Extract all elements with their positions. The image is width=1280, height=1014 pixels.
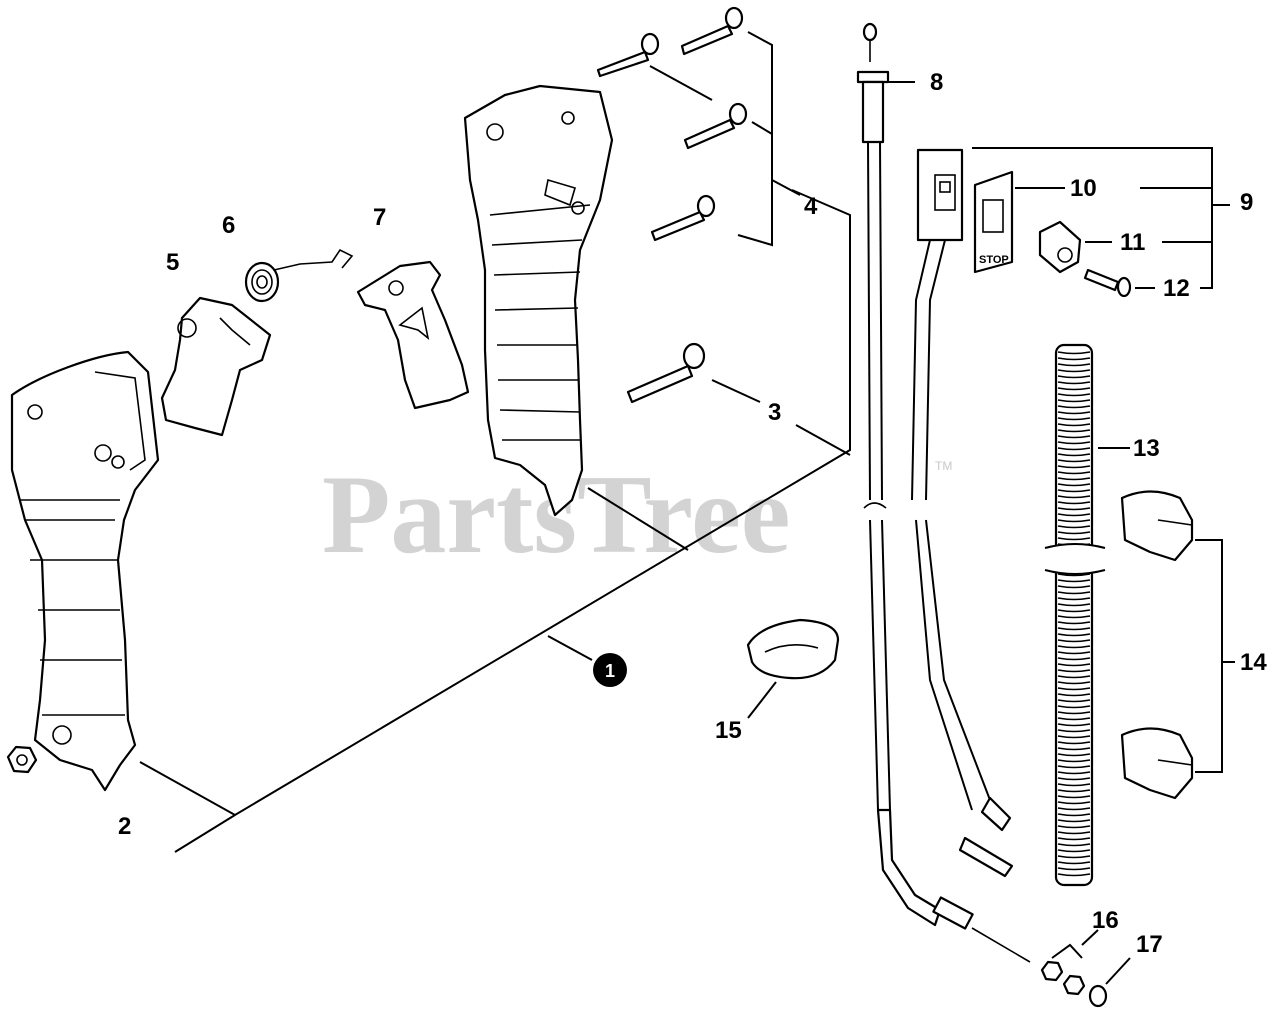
- screw-4a: [596, 32, 660, 78]
- callout-1-badge: [593, 653, 627, 687]
- callout-17: 17: [1136, 931, 1163, 958]
- screw-4c: [683, 102, 748, 150]
- stop-switch: [911, 148, 1014, 878]
- screw-4b: [680, 6, 744, 56]
- front-handle-half: [463, 84, 614, 517]
- screw-4d: [650, 194, 716, 242]
- corrugated-tube: [1044, 343, 1130, 887]
- tube-clamp-upper: [1120, 490, 1194, 562]
- callout-8: 8: [930, 69, 943, 96]
- torsion-spring: [244, 248, 354, 303]
- clamp-leader: [1195, 539, 1223, 773]
- callout-13: 13: [1133, 435, 1160, 462]
- screw-leaders: [649, 31, 801, 403]
- callout-16: 16: [1092, 907, 1119, 934]
- callout-1: 1: [605, 661, 615, 681]
- callout-4: 4: [804, 193, 818, 220]
- lock-ring: [1088, 957, 1131, 1008]
- callout-11: 11: [1120, 229, 1145, 256]
- cable-nuts: [1040, 929, 1099, 996]
- callout-9: 9: [1240, 189, 1253, 216]
- callout-6: 6: [222, 212, 235, 239]
- screw-set: [596, 6, 748, 404]
- tube-clamp-lower: [1120, 727, 1194, 800]
- switch-knob: [1038, 220, 1082, 274]
- assembly-bracket-lines: [139, 189, 851, 853]
- cable-clip: [746, 618, 840, 719]
- callout-2: 2: [118, 813, 131, 840]
- watermark-trademark: TM: [935, 459, 952, 473]
- callout-labels: 1 2 3 4 5 6 7 8 9 10 11 12 13 14 15 16 1…: [118, 69, 1267, 958]
- callout-10: 10: [1070, 175, 1097, 202]
- lockout-lever: [160, 296, 272, 437]
- callout-3: 3: [768, 399, 781, 426]
- stop-label: STOP: [979, 254, 1009, 266]
- switch-screw: [1083, 268, 1132, 298]
- hex-nut: [6, 745, 38, 774]
- switch-plate: STOP: [973, 170, 1014, 274]
- throttle-cable: [856, 22, 1031, 963]
- callout-7: 7: [373, 204, 386, 231]
- rear-handle-half: [10, 350, 160, 792]
- screw-3: [626, 342, 706, 404]
- switch-leaders: [888, 81, 1230, 289]
- callout-5: 5: [166, 249, 179, 276]
- throttle-trigger: [356, 260, 470, 410]
- callout-14: 14: [1240, 649, 1267, 676]
- callout-15: 15: [715, 717, 742, 744]
- callout-12: 12: [1163, 275, 1190, 302]
